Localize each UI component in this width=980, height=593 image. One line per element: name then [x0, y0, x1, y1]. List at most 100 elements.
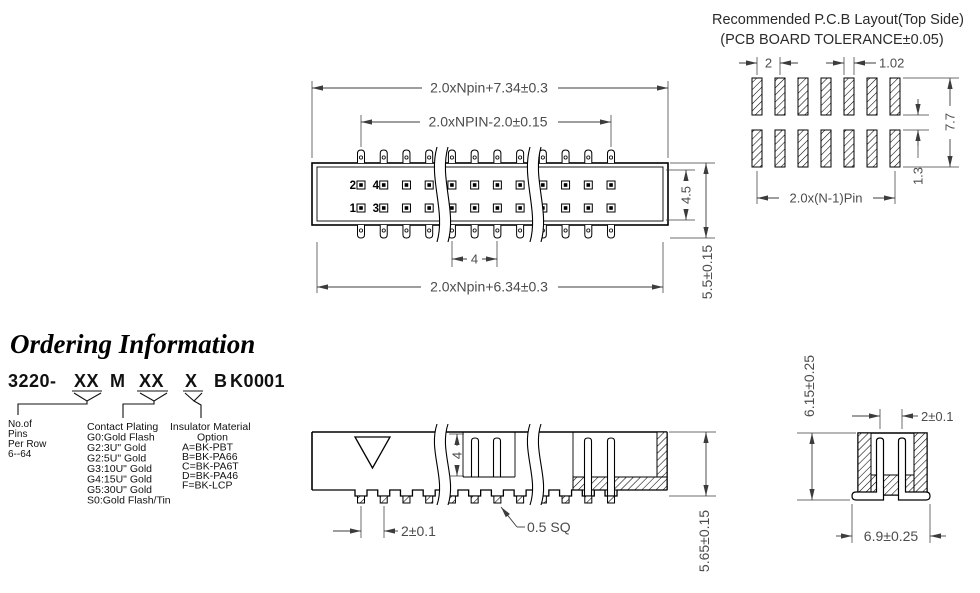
col-insulator-line: Insulator Material [170, 421, 251, 433]
part-field-pins: XX [74, 371, 99, 391]
bottom-pin-tab-dot [381, 228, 386, 233]
contact-square-center [518, 206, 522, 210]
top-pin-tab-dot [540, 155, 545, 160]
front-cavity-pin [492, 437, 502, 478]
top-pin-tab-dot [449, 155, 454, 160]
bottom-pin-tab-dot [472, 228, 477, 233]
top-view: 2 4 1 3 2.0xNpin+7.34±0.3 2.0xNPIN-2.0±0… [311, 80, 715, 300]
contact-square-center [404, 183, 409, 187]
part-field-b: B [214, 371, 228, 391]
front-right-wall-hatch [656, 431, 668, 478]
side-view: 2±0.1 6.15±0.25 6.9±0.25 [797, 355, 953, 544]
contact-square-center [450, 206, 454, 210]
contact-square-center [472, 206, 477, 210]
dim-pcb-pitch: 2 [765, 56, 772, 71]
pin-label-1: 1 [350, 203, 357, 215]
dim-front-pitch: 2±0.1 [401, 523, 436, 539]
contact-square-center [563, 183, 568, 187]
col-plating-line: S0:Gold Flash/Tin [87, 495, 171, 507]
pcb-pad [866, 77, 878, 116]
front-section-pin [583, 437, 593, 497]
col-insulator-line: B=BK-PA66 [182, 451, 238, 463]
side-right-pin-gullwing [897, 437, 931, 501]
pcb-pad [751, 129, 763, 168]
top-pin-tab-dot [563, 155, 568, 160]
ordering-information: Ordering Information 3220- XX M XX X B K… [8, 329, 285, 507]
col-insulator-line: D=BK-PA46 [182, 470, 238, 482]
col-pins-line: Pins [8, 429, 27, 440]
top-pin-tab-dot [518, 155, 523, 160]
contact-square-center [586, 206, 591, 210]
contact-square-center [495, 183, 500, 187]
ordering-col-insulator: Insulator Material Option A=BK-PBT B=BK-… [170, 421, 251, 492]
front-foot-pin [379, 495, 388, 504]
contact-square-center [359, 183, 363, 187]
pcb-pads [751, 77, 901, 168]
pin-label-4: 4 [373, 180, 380, 192]
pcb-pad [820, 77, 832, 116]
contact-square-center [586, 183, 591, 187]
col-plating-line: G3:10U" Gold [87, 463, 152, 475]
top-pin-tab-dot [586, 155, 591, 160]
pcb-pad [843, 129, 855, 168]
dim-pcb-row-gap: 1.3 [911, 167, 926, 185]
front-foot-pin [402, 495, 411, 504]
bottom-pin-tab-dot [609, 228, 614, 233]
front-cavity-pin [470, 437, 480, 478]
dim-pcb-total-height: 7.7 [943, 113, 958, 131]
front-foot-pin [470, 495, 479, 504]
pcb-layout-view: Recommended P.C.B Layout(Top Side) (PCB … [712, 12, 964, 206]
break-line [526, 423, 534, 506]
front-foot-pin [561, 495, 570, 504]
contact-square-center [541, 183, 545, 187]
col-pins-line: No.of [8, 419, 32, 430]
dim-side-width: 6.9±0.25 [864, 528, 919, 544]
dim-top-body-height: 4.5 [679, 186, 694, 204]
top-pin-tab-dot [381, 155, 386, 160]
contact-square-center [427, 183, 431, 187]
bottom-pin-tab-dot [358, 228, 363, 233]
break-line [526, 146, 534, 243]
col-insulator-line: A=BK-PBT [182, 442, 234, 454]
col-plating-line: Contact Plating [87, 421, 158, 433]
front-foot-pin [607, 495, 616, 504]
dim-pcb-span: 2.0x(N-1)Pin [790, 191, 863, 206]
pin-label-2: 2 [350, 180, 356, 192]
dim-top-overall-height: 5.5±0.15 [699, 245, 715, 300]
front-foot-pin [425, 495, 434, 504]
break-line [537, 146, 545, 243]
ordering-title: Ordering Information [10, 329, 255, 359]
col-plating-line: G4:15U" Gold [87, 474, 152, 486]
front-view-break-lines [433, 423, 545, 506]
break-line [537, 423, 545, 506]
contact-square-center [495, 206, 500, 210]
pcb-pad [751, 77, 763, 116]
break-line [444, 146, 452, 243]
pcb-pad [774, 77, 786, 116]
contact-square-center [609, 206, 613, 210]
col-pins-line: Per Row [8, 439, 47, 450]
front-view: 4 2±0.1 0.5 SQ 5.65±0.15 [311, 423, 716, 572]
break-band [434, 424, 451, 505]
pcb-layout-title: Recommended P.C.B Layout(Top Side) [712, 12, 964, 28]
pcb-pad [866, 129, 878, 168]
contact-square-center [450, 183, 454, 187]
break-band [434, 147, 451, 242]
contact-square-center [381, 183, 386, 187]
break-band [527, 147, 544, 242]
front-foot-pin [493, 495, 502, 504]
front-section-pin [606, 437, 616, 497]
col-pins-line: 6--64 [8, 449, 32, 460]
contact-square-center [609, 183, 613, 187]
top-pin-tab-dot [427, 155, 432, 160]
ordering-col-plating: Contact Plating G0:Gold Flash G2:3U" Gol… [87, 421, 171, 507]
break-line [444, 423, 452, 506]
dim-front-pin-square: 0.5 SQ [527, 519, 571, 535]
top-view-body-inner [316, 166, 664, 222]
front-foot-pin [516, 495, 525, 504]
dim-side-pitch: 2±0.1 [921, 409, 953, 424]
contact-square-center [563, 206, 568, 210]
front-foot-pin [584, 495, 593, 504]
top-pin-tab-dot [609, 155, 614, 160]
side-right-wall-hatch [913, 432, 928, 496]
